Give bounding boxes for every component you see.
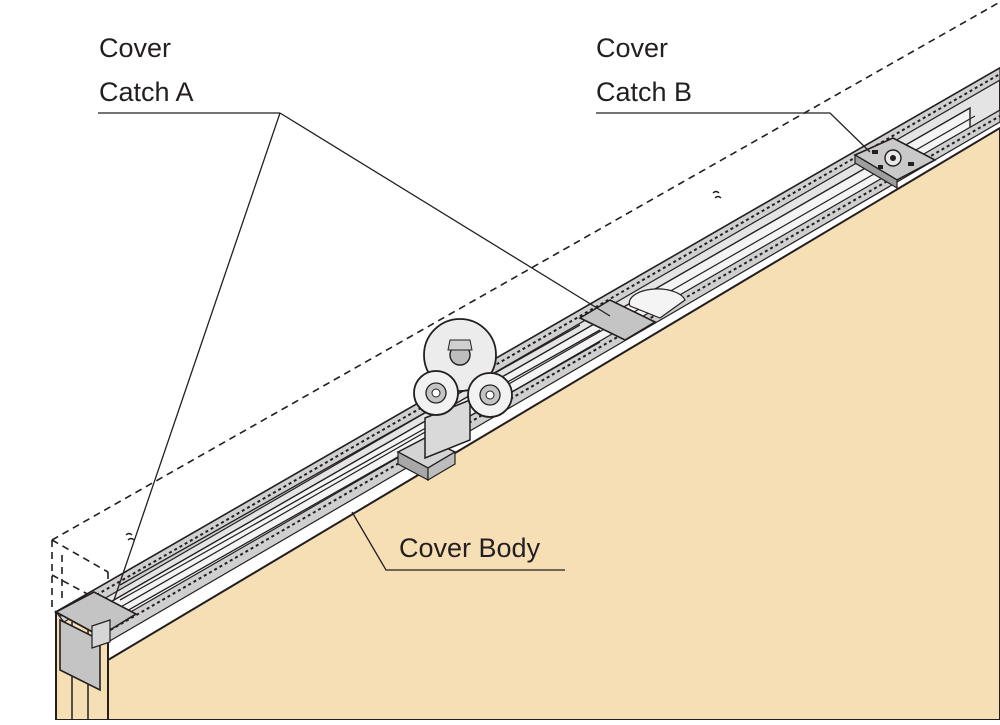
door-panel [107,126,1000,721]
label-catch-a-line2: Catch A [99,77,194,107]
label-catch-a: Cover Catch A [99,26,194,114]
label-catch-b-line1: Cover [596,33,669,63]
label-catch-b-line2: Catch B [596,77,693,107]
catch-a-middle-part [578,288,686,341]
screw-marks [125,190,722,541]
leader-lines [98,112,871,601]
label-cover-body: Cover Body [399,533,541,563]
cover-body-rails [119,324,601,613]
rail-strips [55,67,1000,643]
catch-a-end-part [54,591,138,692]
roller-assembly [396,318,513,482]
catch-b-part [853,137,937,190]
channel-line [111,115,976,613]
label-catch-a-line1: Cover [99,33,172,63]
label-catch-b: Cover Catch B [596,26,692,114]
